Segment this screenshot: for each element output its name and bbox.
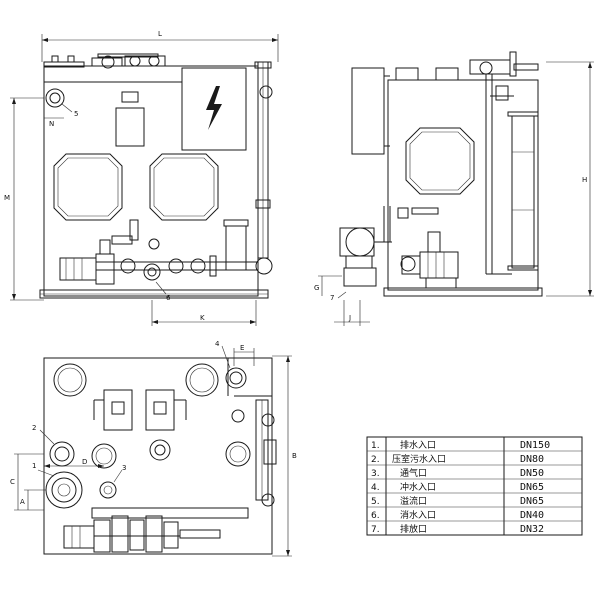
legend-row: 2. 压室污水入口 DN80 [371, 453, 544, 465]
side-view: H [314, 51, 594, 326]
dim-D-label: D [82, 458, 87, 466]
legend-num: 6. [371, 511, 380, 521]
legend-row: 5. 溢流口 DN65 [371, 495, 544, 507]
legend-num: 3. [371, 469, 380, 479]
dim-E-label: E [240, 344, 244, 352]
legend-size: DN65 [520, 496, 544, 507]
callout-1: 1 [32, 462, 36, 470]
callout-3: 3 [122, 464, 126, 472]
legend-name: 消水入口 [400, 509, 436, 521]
legend-name: 排水入口 [400, 439, 436, 451]
callout-6: 6 [166, 294, 171, 302]
callout-2: 2 [32, 424, 36, 432]
side-hatch [405, 127, 475, 195]
legend-size: DN65 [520, 482, 544, 493]
dim-H-label: H [582, 176, 587, 184]
dim-N-label: N [49, 120, 54, 128]
dim-B-label: B [292, 452, 297, 460]
legend-name: 通气口 [400, 467, 427, 479]
dim-G-label: G [314, 284, 319, 292]
legend-row: 3. 通气口 DN50 [371, 467, 544, 479]
legend-size: DN32 [520, 524, 544, 535]
legend-num: 2. [371, 455, 380, 465]
legend-row: 4. 冲水入口 DN65 [371, 481, 544, 493]
dim-M-label: M [4, 194, 10, 202]
legend-row: 1. 排水入口 DN150 [371, 439, 550, 451]
dim-K-label: K [200, 314, 205, 322]
legend-num: 7. [371, 525, 380, 535]
dim-A-label: A [20, 498, 25, 506]
legend-num: 5. [371, 497, 380, 507]
callout-5: 5 [74, 110, 78, 118]
hatch-left [53, 153, 123, 221]
legend-row: 6. 消水入口 DN40 [371, 509, 544, 521]
dim-L-label: L [158, 30, 162, 38]
dim-C-label: C [10, 478, 15, 486]
legend-row: 7. 排放口 DN32 [371, 523, 544, 535]
legend-name: 排放口 [400, 523, 427, 535]
dim-J-label: J [348, 314, 351, 322]
legend-name: 溢流口 [400, 495, 427, 507]
legend-num: 1. [371, 441, 380, 451]
legend-size: DN150 [520, 440, 550, 451]
lightning-bolt-icon [206, 86, 222, 130]
callout-4: 4 [215, 340, 220, 348]
legend-name: 压室污水入口 [392, 453, 446, 465]
front-view: L M 5 N [4, 30, 279, 326]
legend-num: 4. [371, 483, 380, 493]
legend-size: DN50 [520, 468, 544, 479]
legend-size: DN80 [520, 454, 544, 465]
legend-size: DN40 [520, 510, 544, 521]
top-view: B 4 E [10, 340, 297, 557]
legend-name: 冲水入口 [400, 481, 436, 493]
hatch-right [149, 153, 219, 221]
legend-table: 1. 排水入口 DN150 2. 压室污水入口 DN80 3. 通气口 DN50… [366, 436, 583, 536]
callout-7: 7 [330, 294, 334, 302]
